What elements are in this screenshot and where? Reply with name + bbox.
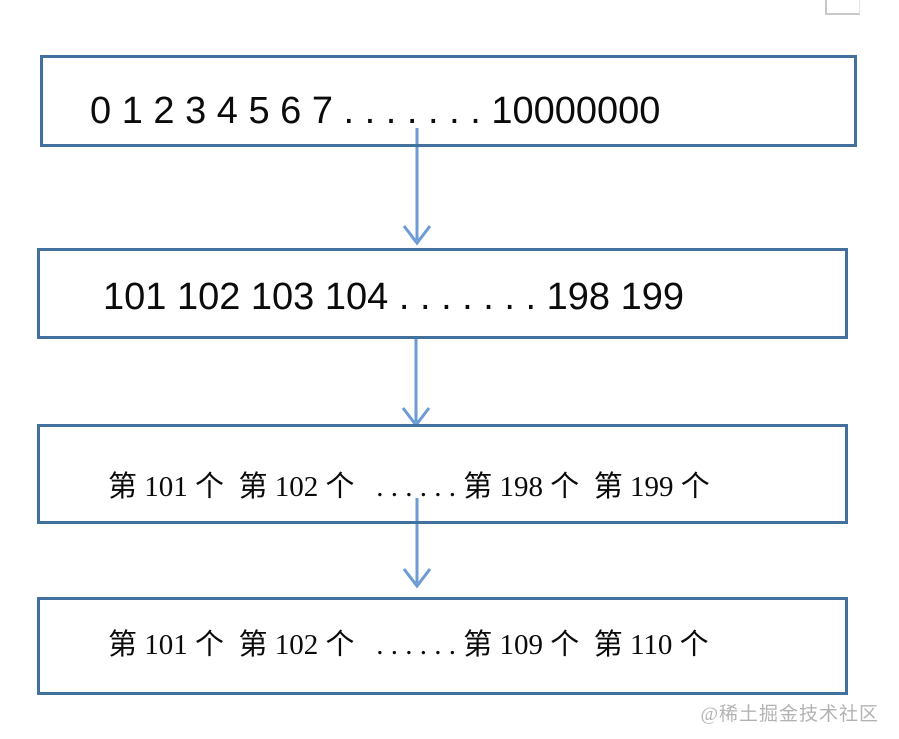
flow-box-indexed-101-110: 第 101 个 第 102 个 . . . . . . 第 109 个 第 11… xyxy=(37,597,848,695)
arrow-down-3-stroke xyxy=(402,498,432,589)
flow-box-full-range-label: 0 1 2 3 4 5 6 7 . . . . . . . 10000000 xyxy=(90,89,661,132)
arrow-down-2 xyxy=(401,337,431,428)
clipped-corner-box xyxy=(825,0,860,15)
flow-box-indexed-101-199-label: 第 101 个 第 102 个 . . . . . . 第 198 个 第 19… xyxy=(108,471,710,503)
flow-box-full-range: 0 1 2 3 4 5 6 7 . . . . . . . 10000000 xyxy=(40,55,857,147)
watermark-text: @稀土掘金技术社区 xyxy=(700,704,879,725)
flow-box-sliced-range: 101 102 103 104 . . . . . . . 198 199 xyxy=(37,248,848,339)
flow-box-sliced-range-label: 101 102 103 104 . . . . . . . 198 199 xyxy=(103,276,685,318)
arrow-down-3 xyxy=(402,498,432,589)
flow-box-indexed-101-110-label: 第 101 个 第 102 个 . . . . . . 第 109 个 第 11… xyxy=(108,629,709,661)
flow-box-indexed-101-199: 第 101 个 第 102 个 . . . . . . 第 198 个 第 19… xyxy=(37,424,848,524)
arrow-down-2-stroke xyxy=(401,337,431,428)
